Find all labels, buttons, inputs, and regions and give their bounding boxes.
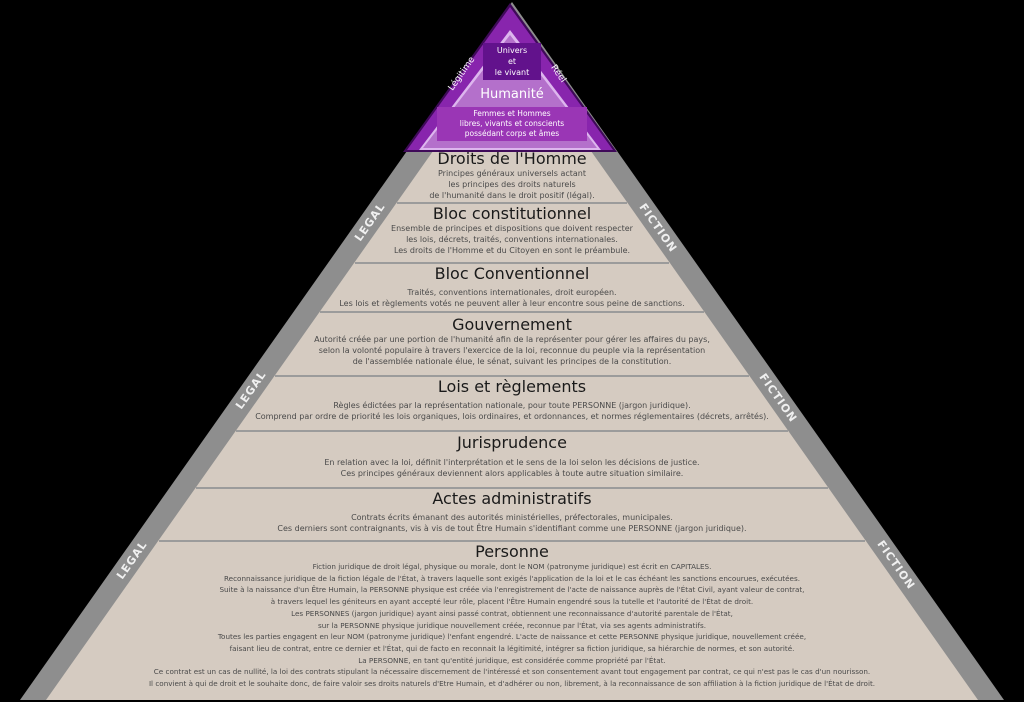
layer-divider (275, 375, 749, 377)
layer-title: Bloc constitutionnel (432, 204, 592, 223)
text-line: Ce contrat est un cas de nullité, la loi… (153, 667, 871, 677)
layer-droits-de-lhomme: Droits de l'Homme Principes généraux uni… (332, 149, 692, 201)
apex-subtitle-box: Femmes et Hommes libres, vivants et cons… (437, 107, 587, 141)
layer-divider (159, 540, 865, 542)
layer-personne: Personne Fiction juridique de droit léga… (12, 542, 1012, 690)
text-line: possédant corps et âmes (464, 129, 560, 138)
layer-bloc-constitutionnel: Bloc constitutionnel Ensemble de princip… (292, 204, 732, 256)
text-line: et (507, 57, 517, 66)
layer-description: Principes généraux universels actant les… (332, 168, 692, 201)
layer-divider (196, 487, 828, 489)
text-line: En relation avec la loi, définit l'inter… (324, 458, 700, 467)
text-line: les lois, décrets, traités, conventions … (406, 235, 618, 244)
layer-gouvernement: Gouvernement Autorité créée par une port… (172, 315, 852, 367)
layer-description: Contrats écrits émanant des autorités mi… (122, 512, 902, 534)
layer-title: Gouvernement (452, 315, 572, 334)
layer-divider (355, 262, 669, 264)
layer-description: Traités, conventions internationales, dr… (232, 287, 792, 309)
universe-box: Univers et le vivant (483, 43, 541, 80)
text-line: à travers lequel les géniteurs en ayant … (270, 597, 754, 607)
apex-title: Humanité (480, 87, 544, 102)
text-line: les principes des droits naturels (448, 180, 576, 189)
text-line: Contrats écrits émanant des autorités mi… (351, 513, 673, 522)
text-line: Règles édictées par la représentation na… (333, 401, 691, 410)
layer-jurisprudence: Jurisprudence En relation avec la loi, d… (162, 433, 862, 479)
layer-divider (320, 311, 704, 313)
layer-title: Lois et règlements (437, 377, 587, 396)
layer-description: Autorité créée par une portion de l'huma… (172, 334, 852, 367)
layer-title: Jurisprudence (457, 433, 567, 452)
text-line: Univers (496, 46, 528, 55)
layer-description: Règles édictées par la représentation na… (102, 400, 922, 422)
text-line: Comprend par ordre de priorité les lois … (255, 412, 769, 421)
layer-title: Actes administratifs (432, 489, 592, 508)
text-line: libres, vivants et conscients (459, 119, 565, 128)
text-line: selon la volonté populaire à travers l'e… (318, 346, 706, 355)
text-line: Il convient à qui de droit et le souhait… (148, 679, 876, 689)
layer-divider (397, 202, 627, 204)
text-line: Autorité créée par une portion de l'huma… (314, 335, 710, 344)
text-line: de l'humanité dans le droit positif (lég… (429, 191, 595, 200)
text-line: Toutes les parties engagent en leur NOM … (217, 632, 807, 642)
layer-lois-et-reglements: Lois et règlements Règles édictées par l… (102, 377, 922, 422)
text-line: Les lois et règlements votés ne peuvent … (339, 299, 685, 308)
text-line: La PERSONNE, en tant qu'entité juridique… (358, 655, 666, 665)
text-line: Suite à la naissance d'un Être Humain, l… (219, 585, 805, 595)
text-line: Ensemble de principes et dispositions qu… (391, 224, 633, 233)
text-line: sur la PERSONNE physique juridique nouve… (318, 620, 706, 630)
layer-actes-administratifs: Actes administratifs Contrats écrits éma… (122, 489, 902, 534)
text-line: Fiction juridique de droit légal, physiq… (312, 562, 712, 571)
layer-description: Fiction juridique de droit légal, physiq… (12, 561, 1012, 690)
layer-title: Droits de l'Homme (437, 149, 587, 168)
layer-divider (236, 430, 788, 432)
text-line: de l'assemblée nationale élue, le sénat,… (352, 357, 672, 366)
layer-title: Personne (475, 542, 549, 561)
layer-description: En relation avec la loi, définit l'inter… (162, 457, 862, 479)
text-line: Principes généraux universels actant (437, 169, 586, 178)
layer-description: Ensemble de principes et dispositions qu… (292, 223, 732, 256)
text-line: Traités, conventions internationales, dr… (407, 288, 617, 297)
text-line: faisant lieu de contrat, entre ce dernie… (229, 643, 795, 653)
text-line: Les droits de l'Homme et du Citoyen en s… (393, 246, 631, 255)
text-line: Femmes et Hommes (473, 109, 551, 118)
layer-bloc-conventionnel: Bloc Conventionnel Traités, conventions … (232, 264, 792, 309)
text-line: le vivant (494, 68, 530, 77)
text-line: Ces derniers sont contraignants, vis à v… (277, 524, 747, 533)
text-line: Reconnaissance juridique de la fiction l… (224, 573, 800, 583)
layer-title: Bloc Conventionnel (434, 264, 590, 283)
text-line: Ces principes généraux deviennent alors … (340, 469, 684, 478)
text-line: Les PERSONNES (jargon juridique) ayant a… (291, 608, 733, 618)
